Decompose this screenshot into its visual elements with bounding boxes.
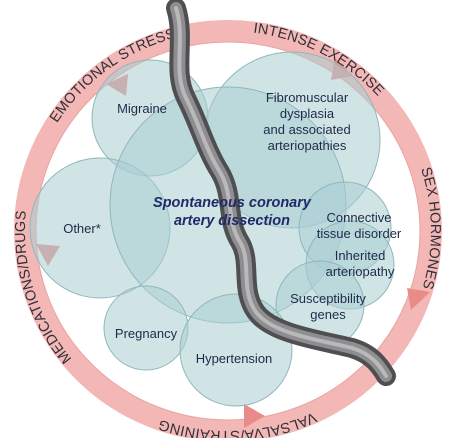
center-title-line1: Spontaneous coronary — [153, 195, 312, 211]
label-inherited-1: Inherited — [335, 248, 386, 263]
center-title-line2: artery dissection — [174, 213, 290, 229]
label-inherited-2: arteriopathy — [326, 264, 395, 279]
label-fmd-3: and associated — [263, 122, 350, 137]
label-pregnancy: Pregnancy — [115, 326, 178, 341]
bubble-hypertension — [179, 293, 293, 407]
label-susceptibility-1: Susceptibility — [290, 291, 366, 306]
label-migraine: Migraine — [117, 101, 167, 116]
factor-labels: Migraine Fibromuscular dysplasia and ass… — [63, 90, 402, 366]
trigger-ring — [14, 20, 442, 442]
ring-arrow-bottom — [244, 404, 265, 428]
coronary-artery — [166, 0, 396, 386]
label-other: Other* — [63, 221, 101, 236]
label-connective-1: Connective — [326, 210, 391, 225]
label-hypertension: Hypertension — [196, 351, 273, 366]
ring-arrow-right — [407, 288, 430, 310]
label-fmd-4: arteriopathies — [268, 138, 347, 153]
label-fmd-1: Fibromuscular — [266, 90, 349, 105]
label-fmd-2: dysplasia — [280, 106, 335, 121]
label-connective-2: tissue disorder — [317, 226, 402, 241]
label-susceptibility-2: genes — [310, 307, 346, 322]
